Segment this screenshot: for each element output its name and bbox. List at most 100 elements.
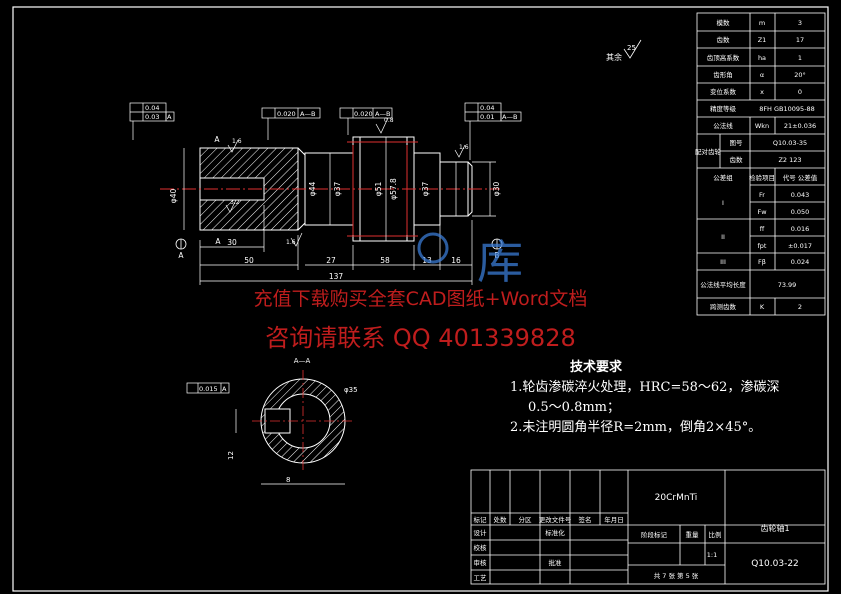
param-10-val: 0.043 [791, 191, 810, 199]
param-3-val: 20° [794, 71, 806, 79]
dim-d40: φ40 [169, 189, 178, 204]
dim-d37b: φ37 [421, 182, 430, 197]
tb-row-label-1: 处数 [494, 515, 508, 524]
title-block [470, 469, 826, 585]
param-0-sym: m [759, 19, 765, 27]
roughness-bore: 1.6 [232, 138, 242, 145]
frame-sym-ref: A [222, 385, 227, 393]
frame-dim1-ref: A—B [300, 110, 315, 118]
other-roughness-label: 其余 [606, 52, 622, 62]
tb-part-name: 齿轮轴1 [760, 523, 789, 533]
param-15-val: 73.99 [778, 281, 797, 289]
dim-58: 58 [380, 256, 390, 265]
dim-27: 27 [326, 256, 336, 265]
param-1-val: 17 [796, 36, 804, 44]
dim-30: 30 [227, 238, 237, 247]
param-10-sym: Fr [759, 191, 765, 199]
param-2-name: 齿顶高系数 [707, 53, 740, 62]
param-8-sym: 齿数 [730, 155, 744, 164]
tech-line2: 0.5～0.8mm； [528, 400, 621, 415]
other-roughness-note: 其余 25 [606, 39, 642, 62]
roughness-face: 1.6 [286, 239, 296, 246]
frame-right-runout: 0.04 [480, 104, 494, 112]
param-4-val: 0 [798, 88, 802, 96]
dim-d30: φ30 [492, 182, 501, 197]
tb-approve: 批准 [549, 558, 563, 567]
tb-side-2: 审核 [474, 558, 488, 567]
param-11-val: 0.050 [791, 208, 810, 216]
dim-50: 50 [244, 256, 254, 265]
other-roughness-value: 25 [627, 44, 636, 52]
roughness-teeth-icon [375, 117, 389, 134]
param-4-sym: x [760, 88, 764, 96]
param-16-val: 2 [798, 303, 802, 311]
shaft-main-view: 30 50 27 58 13 16 137 φ40 φ44 φ37 φ51 φ5… [160, 117, 503, 285]
roughness-face-icon [290, 232, 303, 247]
dim-d51: φ51 [374, 182, 383, 197]
watermark-logo: 库 [417, 232, 523, 289]
param-7-sym: 图号 [730, 139, 744, 147]
roughness-teeth: 0.8 [384, 117, 394, 124]
param-13-sym: fpt [758, 242, 767, 250]
param-2-sym: ha [758, 54, 766, 62]
param-6-val: 21±0.036 [784, 122, 816, 130]
frame-left-datum: A [167, 113, 172, 121]
tb-drawing-no: Q10.03-22 [751, 559, 799, 569]
dim-16: 16 [451, 256, 461, 265]
param-16-sym: K [760, 303, 765, 311]
datum-b-icon [491, 238, 503, 250]
tb-row-label-3: 更改文件号 [539, 515, 572, 524]
parameter-table-text: 模数 m 3 齿数 Z1 17 齿顶高系数 ha 1 齿形角 α 20° 变位系… [695, 18, 818, 311]
tb-row-label-0: 标记 [474, 515, 488, 524]
param-3-name: 齿形角 [713, 70, 733, 79]
param-5-sym: 8FH GB10095-88 [759, 105, 815, 113]
param-7-val: Q10.03-35 [773, 139, 807, 147]
gear-parameter-table [696, 12, 826, 316]
param-8-val: Z2 123 [778, 156, 801, 164]
param-14-sym: Fβ [758, 258, 766, 266]
dim-d44: φ44 [308, 182, 317, 197]
drawing-frame [12, 6, 829, 592]
param-12-sym: ff [760, 225, 765, 233]
tolerance-frames: 0.04 0.03 A 0.020 A—B 0.020 A—B 0.04 0.0… [129, 102, 522, 394]
param-14-val: 0.024 [791, 258, 810, 266]
param-12-name: II [721, 233, 725, 241]
roughness-right-icon [454, 144, 466, 158]
param-11-sym: Fw [757, 208, 767, 216]
param-3-sym: α [760, 71, 764, 79]
param-16-name: 跨测齿数 [710, 302, 737, 311]
param-12-val: 0.016 [791, 225, 810, 233]
param-9-name: 公差组 [713, 173, 733, 182]
tb-row-label-4: 签名 [579, 515, 592, 524]
watermark-line2: 咨询请联系 QQ 401339828 [265, 324, 576, 352]
tb-side-1: 校核 [474, 543, 488, 552]
tb-std: 标准化 [545, 528, 565, 537]
param-4-name: 变位系数 [710, 87, 737, 96]
roughness-keyway-icon [225, 199, 237, 213]
watermark-logo-char: 库 [477, 235, 523, 289]
datum-a-icon [175, 238, 187, 250]
param-1-sym: Z1 [758, 36, 767, 44]
param-1-name: 齿数 [717, 35, 731, 44]
dim-137: 137 [329, 272, 344, 281]
tb-row-label-5: 年月日 [604, 515, 624, 524]
frame-gear-ref: A—B [375, 110, 390, 118]
frame-gear-val: 0.020 [354, 110, 373, 118]
tb-side-0: 设计 [474, 528, 488, 537]
frame-right-cyl: 0.01 [480, 113, 494, 121]
param-6-name: 公法线 [713, 121, 733, 130]
datum-a: A [178, 251, 184, 260]
param-6-sym: Wkn [755, 122, 769, 130]
param-0-val: 3 [798, 19, 802, 27]
roughness-right: 1.6 [459, 144, 469, 151]
section-dim-depth: 12 [227, 451, 235, 460]
tb-stage: 阶段标记 [641, 530, 668, 539]
tb-sheets: 共 7 张 第 5 张 [654, 571, 699, 580]
param-15-name: 公法线平均长度 [700, 280, 746, 289]
param-2-val: 1 [798, 54, 802, 62]
param-13-val: ±0.017 [788, 242, 812, 250]
param-10-name: I [722, 199, 724, 207]
tb-row-label-2: 分区 [519, 515, 533, 524]
frame-dim1-val: 0.020 [277, 110, 296, 118]
